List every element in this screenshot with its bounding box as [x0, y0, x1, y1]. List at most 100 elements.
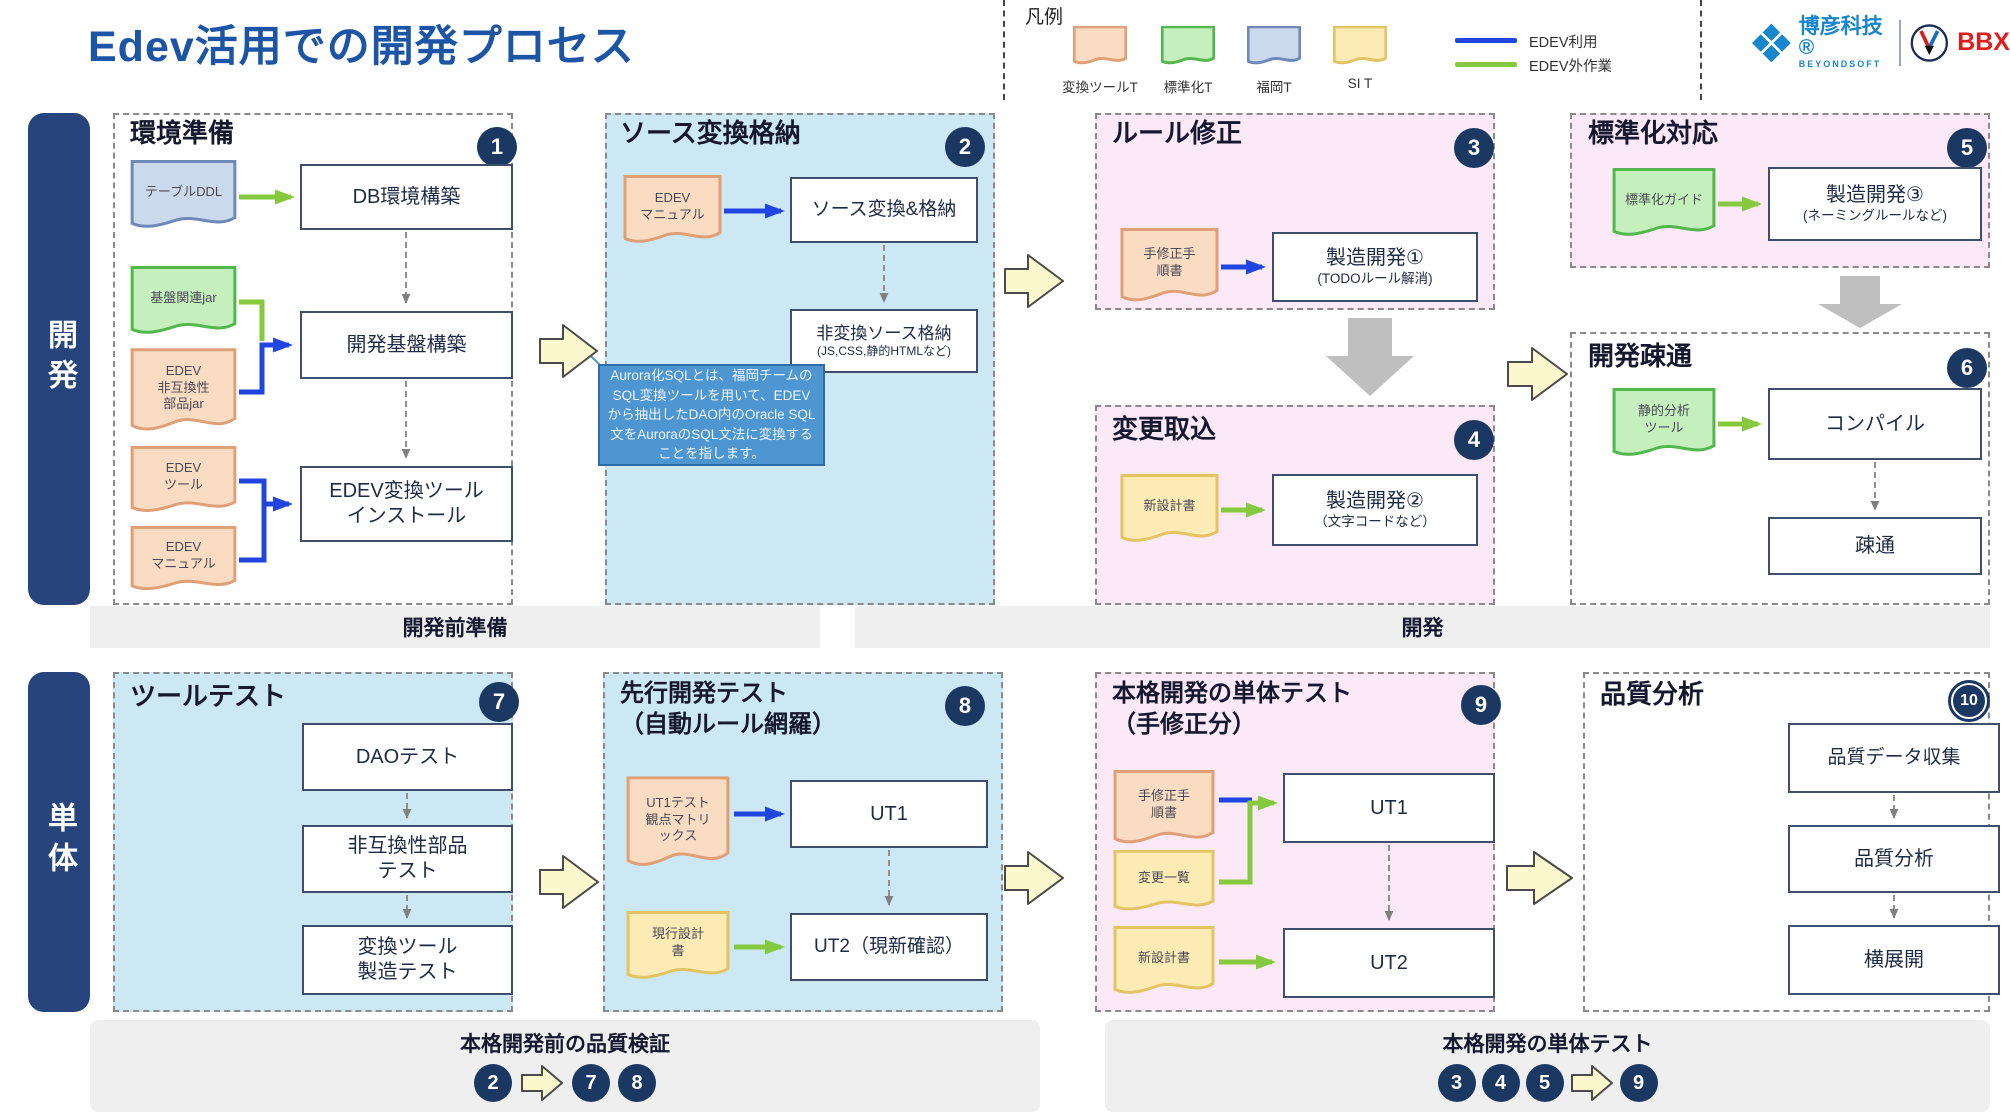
- doc-new-design-2: 新設計書: [1113, 926, 1215, 998]
- aurora-sql-note: Aurora化SQLとは、福岡チームのSQL変換ツールを用いて、EDEVから抽出…: [598, 364, 825, 466]
- legend-doc-standardization-icon: [1161, 26, 1215, 66]
- section-env-prep-title: 環境準備: [130, 118, 235, 148]
- step-unconverted-source-store: 非変換ソース格納(JS,CSS,静的HTMLなど): [790, 309, 978, 373]
- phase-strip-quality-verification-title: 本格開発前の品質検証: [460, 1033, 670, 1056]
- phase-strip-dev: 開発: [855, 606, 1990, 648]
- legend: 凡例 変換ツールT 標準化T 福岡T SI T EDEV利用 EDEV外作業: [1003, 0, 1702, 100]
- badge-3: 3: [1437, 1064, 1476, 1102]
- step-manufacture-dev-1: 製造開発①(TODOルール解消): [1272, 232, 1478, 302]
- step-quality-data-collect: 品質データ収集: [1788, 723, 2000, 793]
- yellow-arrow-1to2: [539, 324, 598, 378]
- legend-label-edev-external: EDEV外作業: [1529, 59, 1612, 75]
- section-7-badge: 7: [479, 682, 519, 722]
- beyondsoft-en-text: BEYONDSOFT: [1798, 59, 1882, 69]
- legend-label-fukuoka: 福岡T: [1256, 80, 1292, 95]
- section-full-dev-unit-test-title: 本格開発の単体テスト （手修正分）: [1112, 680, 1352, 739]
- quality-badge-row: 2 7 8: [474, 1064, 656, 1102]
- phase-strip-quality-verification: 本格開発前の品質検証 2 7 8: [90, 1020, 1040, 1112]
- logo-divider: [1898, 19, 1901, 66]
- bbx-logo-text: BBX: [1957, 28, 2010, 56]
- yellow-arrow-icon: [1570, 1065, 1613, 1101]
- section-5-badge: 5: [1947, 128, 1987, 168]
- step-dev-base-build: 開発基盤構築: [300, 311, 513, 379]
- section-3-badge: 3: [1454, 128, 1494, 168]
- note-callout-line: [567, 333, 601, 366]
- legend-doc-fukuoka-icon: [1247, 26, 1301, 66]
- section-6-badge: 6: [1947, 348, 1987, 388]
- badge-7: 7: [572, 1064, 610, 1102]
- section-2-badge: 2: [945, 127, 985, 167]
- badge-9: 9: [1619, 1064, 1658, 1102]
- section-advance-dev-test-title: 先行開発テスト （自動ルール網羅）: [620, 680, 836, 739]
- row-label-development: 開発: [28, 113, 90, 605]
- row-label-unit: 単体: [28, 672, 90, 1012]
- legend-label-conversion-tool: 変換ツールT: [1062, 80, 1138, 95]
- step-dao-test: DAOテスト: [302, 723, 513, 791]
- step-connectivity: 疎通: [1768, 517, 1982, 575]
- legend-line-external-icon: [1455, 62, 1517, 67]
- step-ut1-full: UT1: [1283, 773, 1495, 843]
- phase-strip-pre-dev: 開発前準備: [90, 606, 820, 648]
- doc-new-design-1: 新設計書: [1120, 474, 1219, 546]
- badge-4: 4: [1481, 1064, 1520, 1102]
- legend-line-edev-icon: [1455, 38, 1517, 43]
- section-tool-test-title: ツールテスト: [130, 681, 287, 711]
- step-ut2-advance: UT2（現新確認）: [790, 913, 988, 981]
- badge-2: 2: [474, 1064, 512, 1102]
- yellow-arrow-9to10: [1506, 851, 1573, 905]
- beyondsoft-diamond-icon: [1752, 23, 1791, 62]
- yellow-arrow-icon: [521, 1065, 563, 1101]
- step-edev-tool-install: EDEV変換ツール インストール: [300, 466, 513, 542]
- yellow-arrow-7to8: [539, 855, 599, 909]
- step-horizontal-deploy: 横展開: [1788, 925, 2000, 995]
- step-manufacture-dev-3: 製造開発③(ネーミングルールなど): [1768, 167, 1982, 241]
- page-title: Edev活用での開発プロセス: [88, 23, 635, 71]
- section-source-conversion-title: ソース変換格納: [620, 118, 801, 148]
- doc-current-design: 現行設計 書: [626, 911, 730, 983]
- doc-table-ddl: テーブルDDL: [130, 160, 237, 232]
- section-rule-fix-title: ルール修正: [1112, 118, 1243, 148]
- yellow-arrow-4to6: [1507, 347, 1568, 401]
- step-source-convert-store: ソース変換&格納: [790, 177, 978, 243]
- doc-edev-manual-2: EDEV マニュアル: [623, 175, 722, 247]
- section-8-badge: 8: [945, 686, 985, 726]
- legend-label-standardization: 標準化T: [1163, 80, 1213, 95]
- section-10-badge: 10: [1948, 680, 1990, 722]
- step-conversion-tool-test: 変換ツール 製造テスト: [302, 925, 513, 995]
- legend-label-edev-use: EDEV利用: [1529, 35, 1598, 51]
- section-9-badge: 9: [1461, 685, 1501, 725]
- phase-strip-full-unit-test: 本格開発の単体テスト 3 4 5 9: [1105, 1020, 1990, 1112]
- doc-edev-manual-1: EDEV マニュアル: [130, 526, 237, 594]
- phase-strip-full-unit-test-title: 本格開発の単体テスト: [1442, 1033, 1653, 1056]
- doc-base-jar: 基盤関連jar: [130, 266, 237, 338]
- beyondsoft-logo: 博彦科技® BEYONDSOFT: [1799, 16, 1891, 69]
- section-change-intake-title: 変更取込: [1112, 414, 1217, 444]
- legend-label-si: SI T: [1347, 76, 1373, 91]
- doc-static-analysis-tool: 静的分析 ツール: [1612, 388, 1716, 460]
- gray-down-arrow-3to4: [1326, 318, 1414, 396]
- doc-standardization-guide: 標準化ガイド: [1612, 168, 1716, 240]
- badge-8: 8: [618, 1064, 656, 1102]
- badge-5: 5: [1525, 1064, 1564, 1102]
- step-db-env-build: DB環境構築: [300, 164, 513, 230]
- bbx-emblem-icon: [1910, 23, 1948, 62]
- step-quality-analysis: 品質分析: [1788, 825, 2000, 893]
- doc-manual-fix-procedure-1: 手修正手 順書: [1120, 228, 1219, 306]
- legend-label: 凡例: [1025, 7, 1064, 28]
- beyondsoft-cn-text: 博彦科技®: [1798, 15, 1883, 59]
- gray-down-arrow-5to6: [1818, 276, 1902, 328]
- step-incompatible-parts-test: 非互換性部品 テスト: [302, 825, 513, 893]
- legend-doc-conversion-tool-icon: [1073, 26, 1127, 66]
- doc-edev-tool: EDEV ツール: [130, 446, 237, 516]
- doc-manual-fix-procedure-2: 手修正手 順書: [1113, 770, 1215, 848]
- doc-change-list: 変更一覧: [1113, 850, 1215, 914]
- step-ut1-advance: UT1: [790, 780, 988, 848]
- doc-ut1-test-matrix: UT1テスト 観点マトリ ックス: [626, 776, 730, 872]
- section-4-badge: 4: [1454, 420, 1494, 460]
- section-quality-analysis-title: 品質分析: [1600, 679, 1705, 709]
- yellow-arrow-8to9: [1004, 851, 1064, 905]
- step-manufacture-dev-2: 製造開発②（文字コードなど）: [1272, 474, 1478, 546]
- doc-edev-incompatible-parts-jar: EDEV 非互換性 部品jar: [130, 348, 237, 436]
- unit-badge-row: 3 4 5 9: [1437, 1064, 1658, 1102]
